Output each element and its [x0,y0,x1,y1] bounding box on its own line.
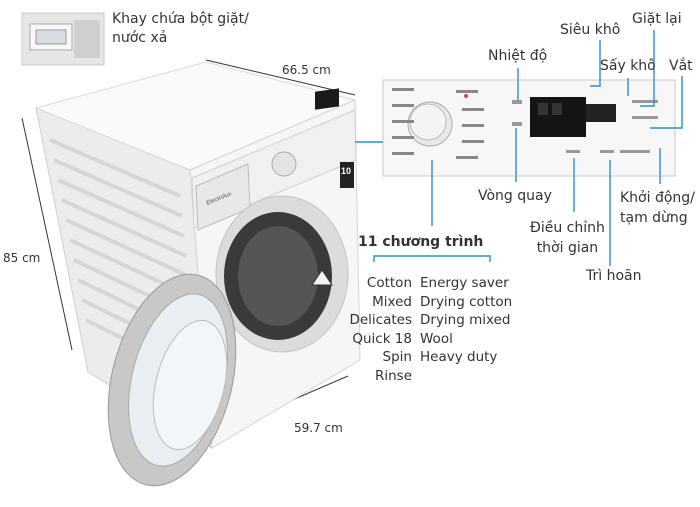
height-dimension: 85 cm [3,251,41,265]
open-door [107,273,237,487]
control-panel-closeup [382,79,676,177]
leader-lines [355,30,683,266]
programs-right-column: Energy saver Drying cotton Drying mixed … [420,274,530,367]
temperature-label: Nhiệt độ [488,48,548,64]
capacity-badge: 10 [341,166,352,176]
program-item: Cotton [366,275,412,291]
program-item: Quick 18 [352,330,412,347]
detergent-tray-label: Khay chứa bột giặt/ nước xả [112,11,249,46]
program-item: Rinse [374,367,412,384]
delay-label: Trì hoãn [586,268,642,284]
programs-left-column: Cotton Mixed Delicates Quick 18 Spin Rin… [320,274,412,385]
start-pause-label: Khởi động/ tạm dừng [620,190,695,226]
program-item: Energy saver [420,275,509,291]
program-item: Spin [382,349,412,365]
program-item: Drying cotton [420,293,513,310]
depth-dimension: 66.5 cm [282,63,331,77]
machine-body [34,61,361,449]
spin-speed-label: Vòng quay [478,188,552,204]
program-item: Drying mixed [420,312,511,328]
rinse-spin-label: Vắt [669,58,693,74]
program-item: Heavy duty [420,349,498,365]
detergent-tray-thumbnail [21,12,105,66]
spin-dry-label: Sấy khô [600,58,656,74]
program-item: Wool [420,330,453,347]
super-dry-label: Siêu khô [560,22,621,38]
adjust-time-label: Điều chỉnh thời gian [530,220,605,256]
quick-wash-label: Giặt lại [632,11,682,27]
program-item: Mixed [372,293,412,310]
programs-title: 11 chương trình [358,234,484,250]
width-dimension: 59.7 cm [294,421,343,435]
program-item: Delicates [349,312,412,328]
